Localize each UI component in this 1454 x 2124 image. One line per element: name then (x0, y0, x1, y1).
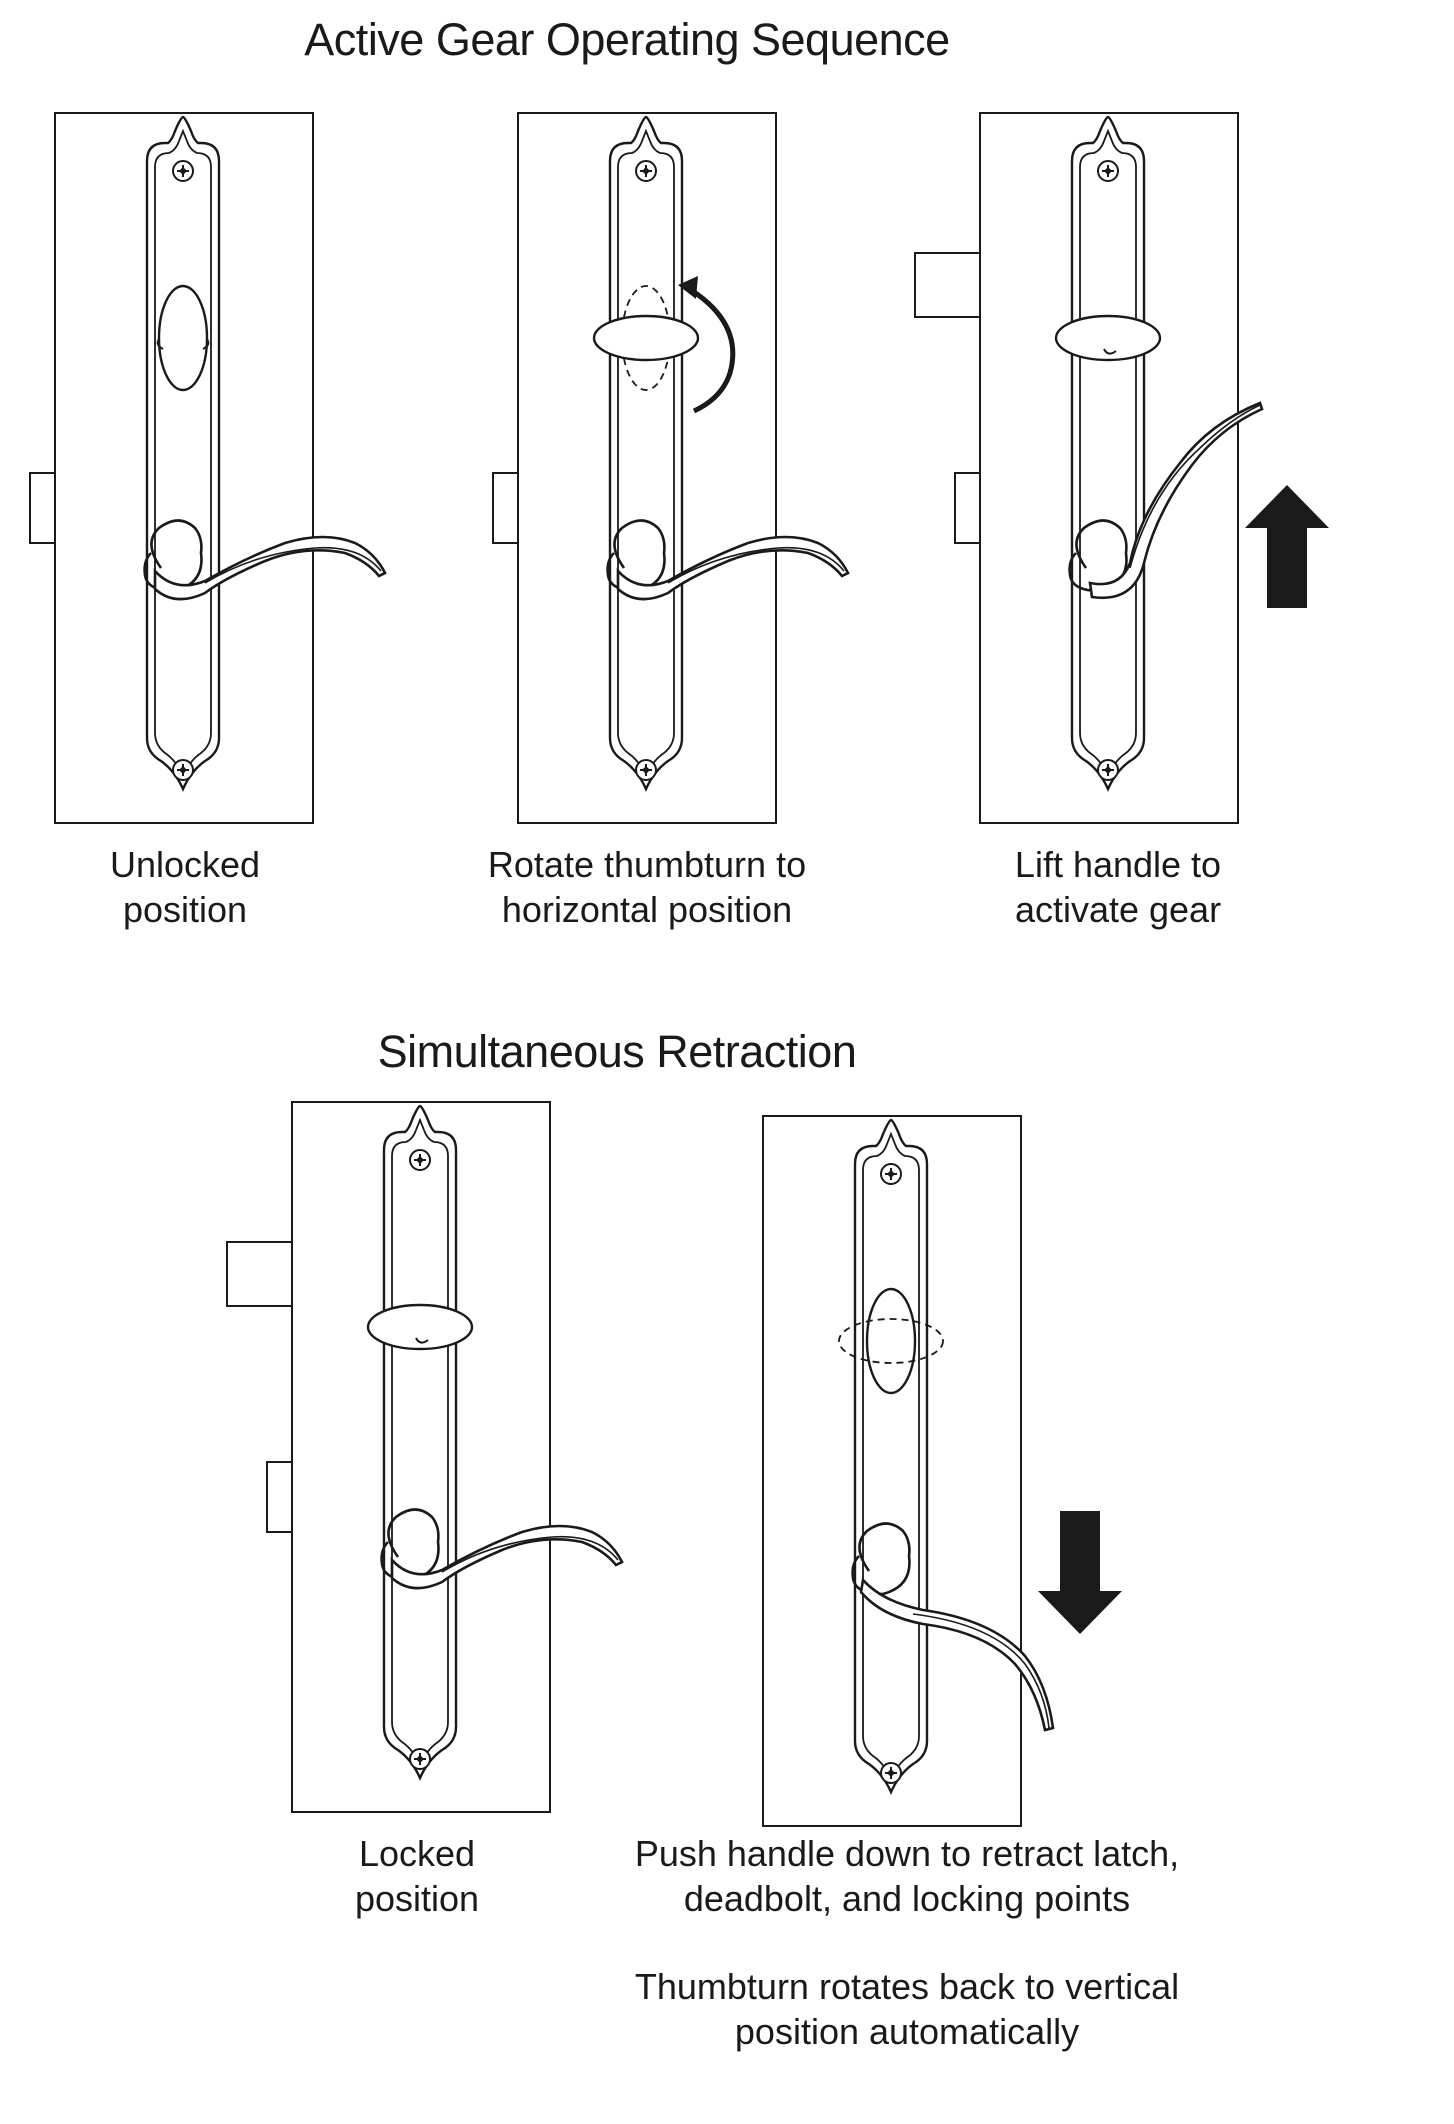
caption-locked: Locked position (354, 1833, 480, 1919)
deadbolt-extended (226, 1241, 293, 1307)
thumbturn-vertical (865, 1287, 917, 1395)
latch-bolt (492, 472, 519, 544)
caption-push-handle-down: Push handle down to retract latch, deadb… (634, 1833, 1180, 1919)
note-thumbturn-auto-return: Thumbturn rotates back to vertical posit… (634, 1966, 1180, 2052)
rotate-arrow-icon (686, 285, 736, 414)
diagram-push-handle-down (762, 1115, 1122, 1827)
diagram-lift-handle (914, 112, 1329, 824)
section-title-simultaneous-retraction: Simultaneous Retraction (377, 1026, 857, 1077)
door-outline (762, 1115, 1022, 1827)
diagram-unlocked-position (29, 112, 387, 824)
thumbturn-ghost-horizontal (838, 1318, 944, 1364)
up-arrow-icon (1245, 485, 1329, 608)
diagram-rotate-thumbturn (492, 112, 850, 824)
down-arrow-icon (1038, 1511, 1122, 1634)
thumbturn-horizontal (1054, 314, 1162, 362)
caption-rotate-thumbturn: Rotate thumbturn to horizontal position (487, 844, 807, 930)
thumbturn-vertical (157, 284, 209, 392)
diagram-locked-position (226, 1101, 624, 1813)
deadbolt-extended (914, 252, 981, 318)
door-outline (979, 112, 1239, 824)
door-outline (517, 112, 777, 824)
latch-bolt (29, 472, 56, 544)
door-outline (291, 1101, 551, 1813)
latch-bolt (954, 472, 981, 544)
section-title-active-gear: Active Gear Operating Sequence (304, 14, 950, 65)
thumbturn-horizontal (592, 314, 700, 362)
caption-unlocked: Unlocked position (109, 844, 261, 930)
thumbturn-horizontal (366, 1303, 474, 1351)
latch-bolt (266, 1461, 293, 1533)
caption-lift-handle: Lift handle to activate gear (1014, 844, 1222, 930)
door-outline (54, 112, 314, 824)
